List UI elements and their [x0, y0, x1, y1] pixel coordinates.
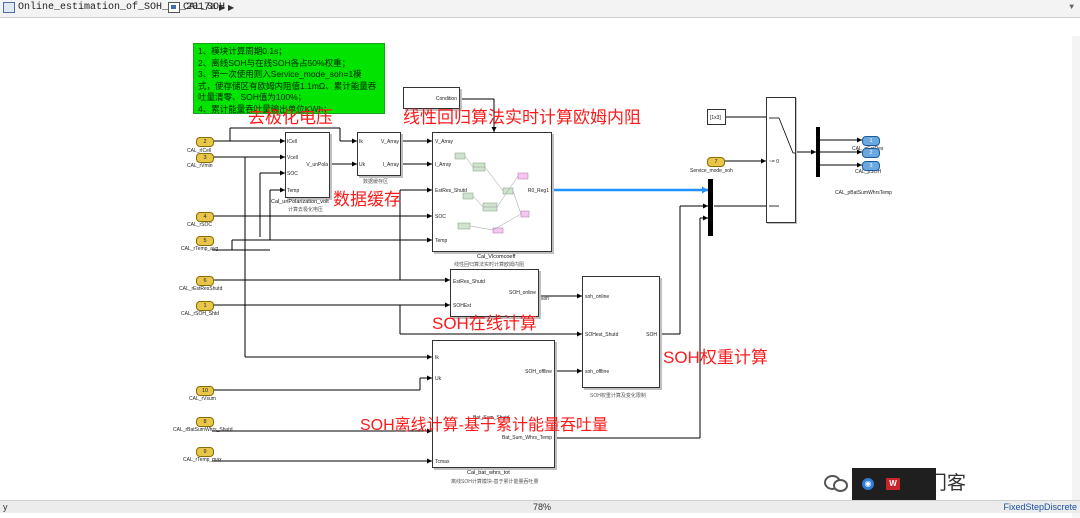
inport-label: CAL_rTemp_max	[183, 457, 222, 463]
signal-lines	[212, 98, 862, 464]
chevron-right-icon: ▶	[228, 3, 235, 13]
soh-weight-subtitle: SOH权重计算及变化限制	[590, 393, 646, 399]
inport-6[interactable]: 6	[196, 276, 214, 286]
linear-regression-block[interactable]: V_Array I_Array EstRes_Shutd SOC Temp R0…	[432, 132, 552, 252]
inport-label: CAL_rVsum	[189, 396, 216, 402]
inport-7[interactable]: 7	[707, 157, 725, 167]
linear-regression-subtitle: 线性回归算法实时计算欧姆内阻	[454, 262, 525, 268]
unpolarization-subtitle: 计算去极化电压	[288, 207, 324, 213]
data-buffer-subtitle: 数据缓存区	[363, 179, 389, 185]
annotation-soh-offline: SOH离线计算-基于累计能量吞吐量	[360, 417, 609, 434]
subsystem-icon	[168, 2, 180, 13]
breadcrumb-model[interactable]: Online_estimation_of_SOH_V4_2017a ▶	[3, 2, 225, 13]
unpolarization-name: Cal_unPolarization_volt	[271, 199, 329, 205]
inport-9[interactable]: 9	[196, 447, 214, 457]
linear-regression-name: Cal_Vlcomcoeff	[477, 254, 516, 260]
inport-1[interactable]: 1	[196, 301, 214, 311]
wechat-icon	[824, 473, 848, 492]
data-buffer-block[interactable]: Ik Uk V_Array I_Array	[357, 132, 401, 176]
zoom-level: 78%	[533, 502, 552, 512]
outport-3[interactable]: 3	[862, 161, 880, 171]
inport-label: CAL_rTemp_avg	[181, 246, 219, 252]
app-icon[interactable]: ◉	[862, 478, 874, 490]
wps-icon[interactable]: W	[886, 478, 900, 490]
inport-label: CAL_rVmin	[187, 163, 213, 169]
annotation-soh-online: SOH在线计算	[432, 314, 537, 333]
inport-3[interactable]: 3	[196, 153, 214, 163]
soh-offline-name: Cal_bat_whrs_tot	[467, 470, 510, 476]
soh-offline-block[interactable]: Ik Uk Bat_Sum_Shutd Tcmax SOH_offline Ba…	[432, 340, 555, 468]
demux-block[interactable]	[816, 127, 820, 177]
collapse-icon[interactable]: ▼	[1069, 3, 1074, 12]
status-left: y	[3, 502, 8, 512]
soh-weight-block[interactable]: soh_online SOHest_Shutd soh_offline SOH	[582, 276, 660, 388]
outport-label: CAL_pBatSumWhrsTemp	[835, 190, 892, 196]
annotation-depolarization: 去极化电压	[248, 108, 333, 127]
inport-label: Service_mode_soh	[690, 168, 733, 174]
constant-block[interactable]: [1x3]	[707, 109, 726, 125]
solver-label: FixedStepDiscrete	[1003, 502, 1077, 512]
chevron-right-icon: ▶	[219, 3, 226, 13]
soh-signal-label: soh	[541, 296, 550, 302]
soh-offline-subtitle: 离线SOH计算模块-基于累计能量吞吐量	[451, 479, 539, 485]
inport-label: CAL_rSOC	[187, 222, 213, 228]
inport-label: CAL_rBatSumWhrs_Shutd	[173, 427, 233, 433]
inport-label: CAL_rICell	[187, 148, 212, 154]
soh-online-block[interactable]: EstRes_Shutd SOHEst SOH_online	[450, 269, 539, 317]
diagram-canvas[interactable]: 1、模块计算周期0.1s； 2、离线SOH与在线SOH各占50%权重； 3、第一…	[0, 18, 1080, 518]
unpolarization-block[interactable]: ICell Vcell SOC Temp V_unPola	[285, 132, 330, 198]
inport-label: CAL_rEstResShutd	[179, 286, 223, 292]
outport-2[interactable]: 2	[862, 148, 880, 158]
inport-5[interactable]: 5	[196, 236, 214, 246]
annotation-linear-regression: 线性回归算法实时计算欧姆内阻	[403, 108, 641, 127]
condition-block[interactable]: Condition	[403, 87, 460, 109]
switch-icon	[769, 117, 795, 207]
vertical-scrollbar[interactable]	[1072, 36, 1080, 518]
outport-1[interactable]: 1	[862, 136, 880, 146]
status-bar: y 78% FixedStepDiscrete	[0, 500, 1080, 513]
annotation-data-buffer: 数据缓存	[333, 190, 401, 209]
inport-10[interactable]: 10	[196, 386, 214, 396]
inport-2[interactable]: 2	[196, 137, 214, 147]
switch-block[interactable]: ~= 0	[766, 97, 796, 223]
mux-block[interactable]	[708, 179, 713, 236]
inport-4[interactable]: 4	[196, 212, 214, 222]
outport-label: CAL_pSOH	[855, 169, 882, 175]
inport-label: CAL_rSOH_Shtd	[181, 311, 220, 317]
inport-8[interactable]: 8	[196, 417, 214, 427]
internal-preview	[454, 152, 530, 234]
annotation-soh-weight: SOH权重计算	[663, 348, 768, 367]
model-icon	[3, 2, 15, 13]
breadcrumb-subsystem[interactable]: CAL_SOH ▶	[168, 2, 234, 13]
breadcrumb: Online_estimation_of_SOH_V4_2017a ▶ CAL_…	[0, 0, 1080, 18]
taskbar-popup: ◉ W	[852, 468, 936, 500]
model-notes: 1、模块计算周期0.1s； 2、离线SOH与在线SOH各占50%权重； 3、第一…	[193, 43, 385, 114]
